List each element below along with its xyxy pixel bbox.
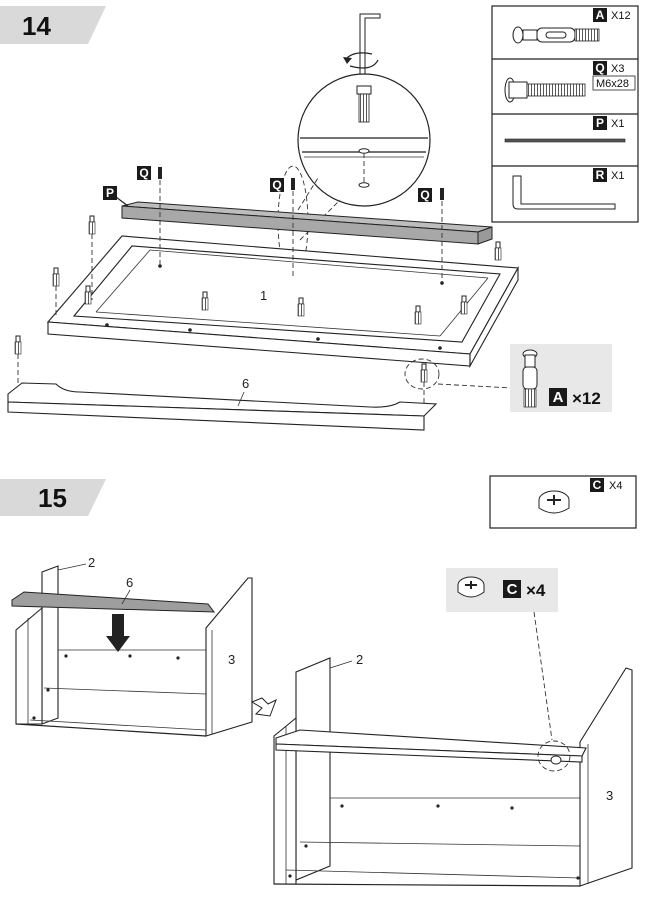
tag-q-mid-letter: Q	[272, 178, 281, 192]
detail-a-qty: ×12	[572, 389, 601, 408]
cam-bolts-frame	[14, 215, 502, 383]
detail-c-badge	[503, 580, 521, 598]
part-c-badge	[590, 478, 604, 492]
part-r-letter: R	[596, 168, 605, 182]
tag-p-letter: P	[106, 186, 114, 200]
part-r-qty: X1	[611, 170, 624, 182]
tag-q-right-letter: Q	[420, 188, 429, 202]
part-p-qty: X1	[611, 118, 624, 130]
part-q-entry: Q X3 M6x28	[504, 61, 636, 103]
label-rail-6: 6	[242, 376, 249, 391]
magnified-bolt-head	[356, 85, 372, 95]
parts-panel-step-15: C X4	[489, 475, 637, 529]
part-c-qty: X4	[609, 480, 622, 492]
part-q-badge	[593, 61, 607, 75]
cam-bolt-icon	[512, 26, 600, 44]
rail-6-installed	[275, 729, 587, 763]
part-a-entry: A X12	[512, 8, 631, 44]
part-q-size: M6x28	[596, 78, 629, 90]
label-rail-6-step15: 6	[126, 575, 133, 590]
tag-q-right	[418, 188, 432, 202]
label-panel-2-before: 2	[88, 555, 95, 570]
part-p-entry: P X1	[504, 116, 626, 143]
tag-p	[103, 186, 117, 200]
top-frame-panel-1	[46, 235, 519, 369]
tag-q-left-letter: Q	[139, 166, 148, 180]
part-a-letter: A	[596, 8, 605, 22]
side-panel-2-after	[295, 657, 331, 881]
step-14-number: 14	[22, 11, 51, 41]
support-bar-p	[121, 201, 493, 245]
part-p-letter: P	[596, 116, 604, 130]
side-panel-3-after	[579, 667, 633, 887]
part-r-badge	[593, 168, 607, 182]
detail-box-c: C ×4	[446, 568, 558, 612]
side-panel-3-before	[205, 577, 253, 737]
step-15-banner	[0, 479, 106, 516]
part-q-letter: Q	[595, 61, 604, 75]
cabinet-after	[273, 657, 633, 887]
next-step-arrow-icon	[250, 697, 277, 717]
side-panel-2-before	[41, 565, 59, 725]
part-a-qty: X12	[611, 10, 631, 22]
detail-a-badge	[549, 388, 567, 406]
installed-cam-lock-icon	[550, 755, 562, 765]
allen-key-icon	[512, 175, 616, 210]
part-c-letter: C	[593, 478, 602, 492]
cam-lock-detail-icon	[457, 576, 485, 598]
label-panel-3-before: 3	[228, 652, 235, 667]
part-p-badge	[593, 116, 607, 130]
dashed-highlight-cam-lock	[537, 740, 571, 772]
magnified-detail-circle	[297, 73, 431, 207]
tag-q-left	[137, 166, 151, 180]
detail-box-a: A ×12	[510, 344, 612, 412]
cabinet-before	[15, 565, 253, 737]
label-panel-2-after: 2	[356, 652, 363, 667]
label-panel-1: 1	[260, 288, 267, 303]
label-panel-3-after: 3	[606, 788, 613, 803]
support-bar-icon	[504, 138, 626, 143]
tag-q-mid	[270, 178, 284, 192]
hex-bolt-icon	[504, 77, 586, 103]
step-14: 14 A X12	[0, 5, 639, 431]
detail-a-letter: A	[553, 389, 564, 406]
part-r-entry: R X1	[512, 168, 624, 210]
cam-lock-icon	[538, 490, 570, 514]
parts-panel-step-14: A X12 Q X3 M6x28	[491, 5, 639, 223]
part-q-size-box	[592, 75, 636, 91]
detail-c-letter: C	[507, 581, 518, 598]
dashed-highlight-corner	[404, 358, 440, 390]
step-15-number: 15	[38, 483, 67, 513]
detail-c-qty: ×4	[526, 581, 546, 600]
rail-6	[7, 382, 438, 431]
step-15: 15 C X4	[0, 475, 637, 887]
step-14-banner	[0, 6, 106, 44]
cam-bolt-vertical-icon	[522, 349, 538, 408]
magnified-bolt-thread	[358, 93, 370, 123]
part-a-badge	[593, 8, 607, 22]
down-arrow-icon	[106, 614, 130, 652]
rail-6-being-placed	[11, 591, 216, 613]
part-q-qty: X3	[611, 63, 624, 75]
